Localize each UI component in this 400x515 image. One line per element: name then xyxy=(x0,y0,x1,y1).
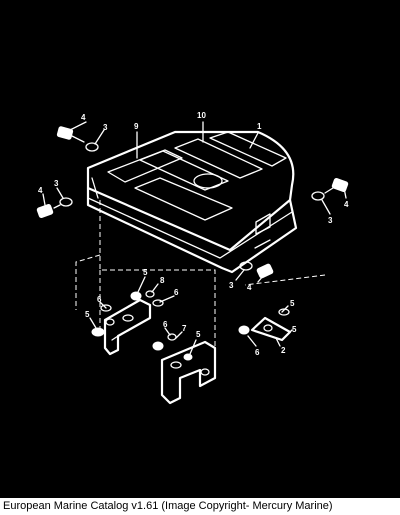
callout-9: 9 xyxy=(134,122,139,131)
callout-5-right-lower: 5 xyxy=(292,325,297,334)
callout-4-lower: 4 xyxy=(247,283,252,292)
callout-5-right-upper: 5 xyxy=(290,299,295,308)
callout-6-bracket-left: 6 xyxy=(97,295,102,304)
right-screw xyxy=(311,177,349,201)
callout-10: 10 xyxy=(197,111,206,120)
right-small-bracket xyxy=(238,308,292,342)
exploded-parts-diagram: 10 9 1 4 3 4 3 4 3 3 xyxy=(36,111,349,405)
callout-7: 7 xyxy=(182,324,187,333)
callout-4-right: 4 xyxy=(344,200,349,209)
callout-5-left: 5 xyxy=(85,310,90,319)
caption-bar: European Marine Catalog v1.61 (Image Cop… xyxy=(0,498,400,515)
callout-5-bracket-top: 5 xyxy=(143,268,148,277)
callout-labels: 10 9 1 4 3 4 3 4 3 3 xyxy=(38,111,349,357)
callout-3-left: 3 xyxy=(54,179,59,188)
lower-right-screw xyxy=(239,261,274,279)
callout-5-lower-bracket: 5 xyxy=(196,330,201,339)
callout-3-top: 3 xyxy=(103,123,108,132)
callout-8: 8 xyxy=(160,276,165,285)
callout-3-right: 3 xyxy=(328,216,333,225)
image-caption: European Marine Catalog v1.61 (Image Cop… xyxy=(3,500,333,512)
top-left-screw xyxy=(56,126,99,152)
callout-2: 2 xyxy=(281,346,286,355)
callout-3-lower: 3 xyxy=(229,281,234,290)
callout-4-top: 4 xyxy=(81,113,86,122)
lower-bracket xyxy=(152,333,217,405)
callout-6-bottom-right: 6 xyxy=(255,348,260,357)
callout-6-bracket-right: 6 xyxy=(174,288,179,297)
callout-4-left: 4 xyxy=(38,186,43,195)
left-bracket xyxy=(91,290,164,356)
left-screw xyxy=(36,197,73,219)
cover-assembly xyxy=(86,130,298,274)
callout-1: 1 xyxy=(257,122,262,131)
callout-6-mid: 6 xyxy=(163,320,168,329)
